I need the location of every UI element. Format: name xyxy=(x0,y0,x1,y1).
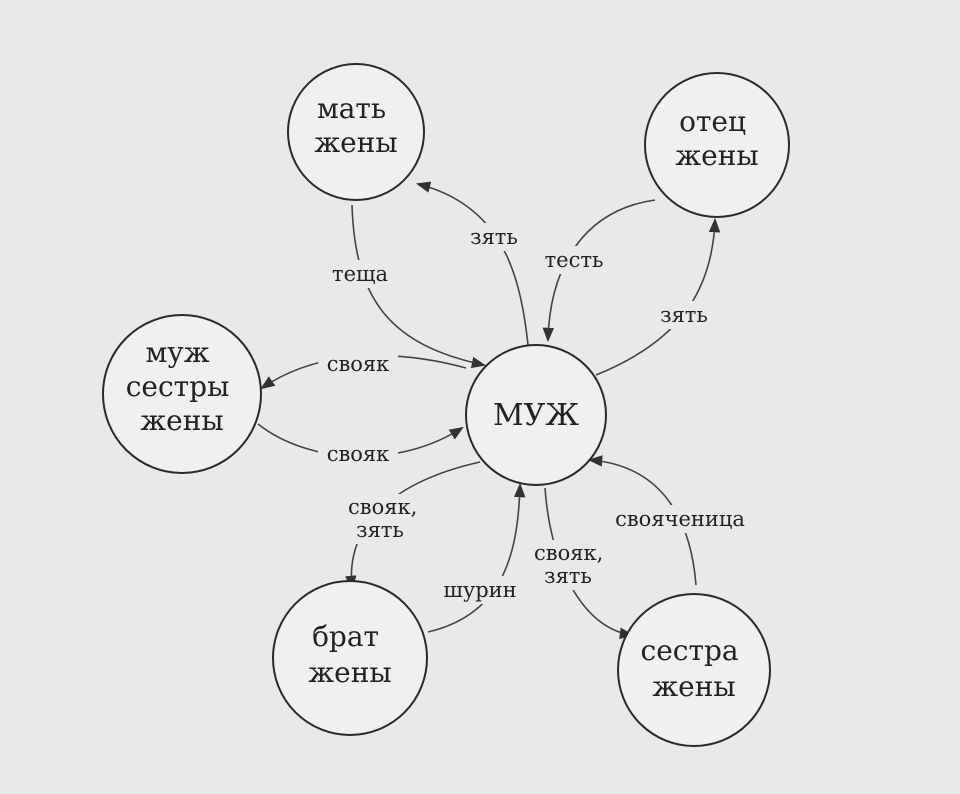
node-wife-mother: мать жены xyxy=(287,63,425,201)
svg-text:отец жены: отец жены xyxy=(675,105,758,172)
svg-text:свояченица: свояченица xyxy=(615,507,745,531)
svg-text:мать жены: мать жены xyxy=(314,92,397,159)
svg-text:МУЖ: МУЖ xyxy=(493,398,579,433)
edge-wife-father-to-husband xyxy=(542,199,656,343)
edge-wife-mother-to-husband xyxy=(351,204,487,369)
edge-wife-brother-to-husband xyxy=(427,482,526,633)
svg-text:свояк: свояк xyxy=(327,442,390,466)
node-wife-brother: брат жены xyxy=(272,580,428,736)
edge-husband-to-wife-mother xyxy=(415,181,529,346)
edge-label-teshcha: теща xyxy=(326,260,394,288)
svg-text:брат жены: брат жены xyxy=(308,620,391,689)
svg-text:тесть: тесть xyxy=(545,248,604,272)
edge-label-zyat-mother: зять xyxy=(462,223,526,251)
svg-text:свояк: свояк xyxy=(327,352,390,376)
svg-text:муж сестры жены: муж сестры жены xyxy=(126,336,239,437)
svg-text:теща: теща xyxy=(332,262,388,286)
edge-label-svoyachenitsa: свояченица xyxy=(606,505,752,533)
edge-husband-to-wife-father xyxy=(595,217,721,376)
svg-text:зять: зять xyxy=(470,225,518,249)
node-wife-sister: сестра жены xyxy=(617,593,771,747)
node-wife-father: отец жены xyxy=(644,72,790,218)
edge-label-svoyak-zyat-brother: свояк, зять xyxy=(338,494,428,544)
edge-label-test: тесть xyxy=(538,246,610,274)
svg-text:сестра жены: сестра жены xyxy=(641,634,748,703)
edge-label-svoyak-bottom: свояк xyxy=(318,440,398,468)
edge-wife-sister-to-husband xyxy=(587,455,697,586)
node-husband: МУЖ xyxy=(465,344,607,486)
edge-label-shurin: шурин xyxy=(438,576,524,604)
edge-label-zyat-father: зять xyxy=(652,301,716,329)
svg-text:свояк, зять: свояк, зять xyxy=(348,495,424,542)
svg-text:зять: зять xyxy=(660,303,708,327)
node-wife-sister-husband: муж сестры жены xyxy=(102,314,262,474)
edge-label-svoyak-zyat-sister: свояк, зять xyxy=(528,540,618,590)
edge-label-svoyak-top: свояк xyxy=(318,350,398,378)
svg-text:свояк, зять: свояк, зять xyxy=(534,541,610,588)
svg-text:шурин: шурин xyxy=(443,578,516,602)
